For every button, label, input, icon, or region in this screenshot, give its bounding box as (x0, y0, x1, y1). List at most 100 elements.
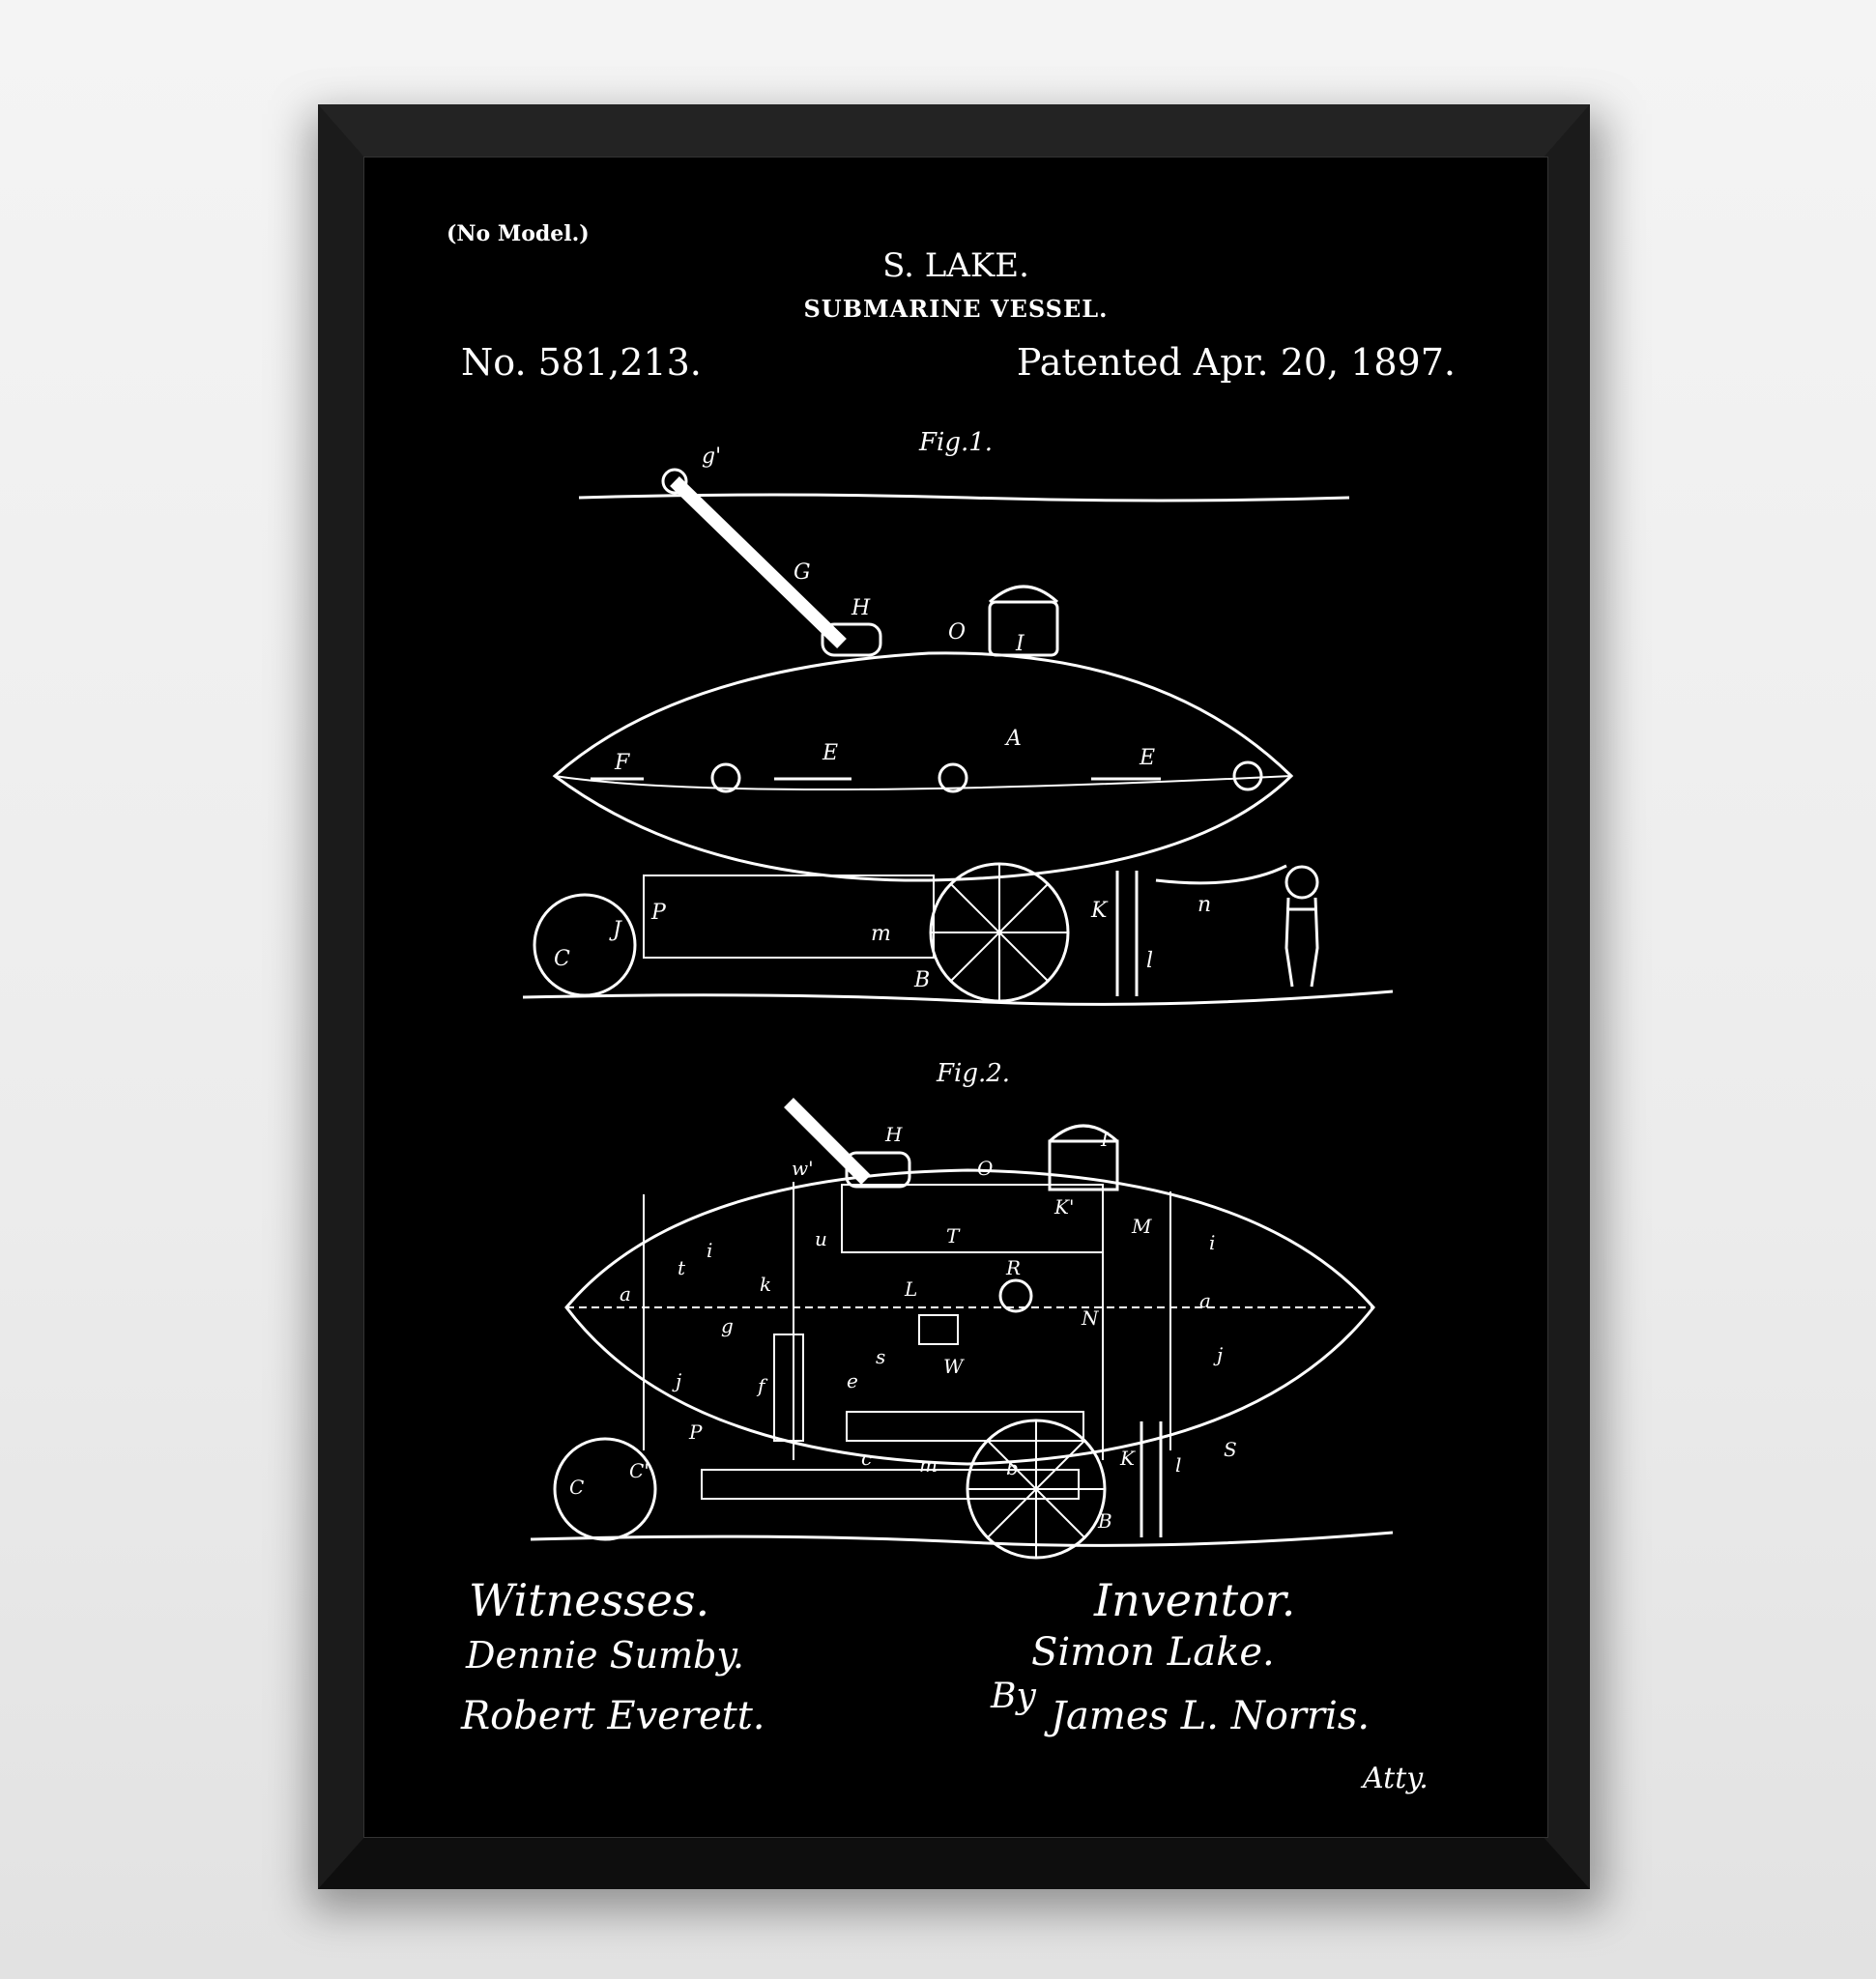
air-pipe (784, 1098, 871, 1185)
hull-section (564, 1168, 1375, 1466)
part-label: H (884, 1123, 903, 1146)
part-label: F (614, 751, 630, 775)
part-label: I (1100, 1128, 1110, 1151)
part-label: f (756, 1374, 768, 1397)
part-label: g (721, 1314, 734, 1337)
part-label: P (650, 901, 667, 925)
attorney-abbreviation: Atty. (1363, 1762, 1429, 1795)
conning-tower (1048, 1139, 1119, 1191)
part-label: m (919, 1453, 938, 1477)
part-label: t (678, 1256, 686, 1279)
part-label: i (707, 1239, 712, 1262)
ladder (1115, 871, 1139, 996)
part-label: u (815, 1227, 827, 1250)
part-label: J (609, 918, 622, 942)
pipe-housing (821, 622, 882, 657)
part-label: c (861, 1447, 872, 1470)
inventor-signature: Simon Lake. (1031, 1630, 1275, 1675)
figure-1: Fig.1. (522, 428, 1394, 1006)
part-label: G (794, 560, 811, 585)
water-surface-line (578, 493, 1350, 502)
hull (552, 651, 1294, 882)
part-label: B (913, 968, 930, 992)
part-label: C' (629, 1459, 649, 1482)
porthole (1232, 760, 1263, 791)
drive-wheel-spokes (967, 1420, 1105, 1558)
hull-seam (554, 775, 1292, 790)
pump (998, 1278, 1033, 1313)
figure-1-part-labels: g' G H O I A F E E C J P m B K n l (554, 445, 1211, 992)
seabed-line (522, 990, 1394, 1006)
ladder (1140, 1421, 1163, 1537)
part-label: P (688, 1420, 703, 1444)
figure-2-label: Fig.2. (936, 1059, 1010, 1088)
seabed-line (530, 1531, 1394, 1547)
part-label: K (1119, 1447, 1136, 1470)
witnesses-label: Witnesses. (469, 1574, 710, 1626)
part-label: E (1139, 746, 1155, 770)
by-label: By (991, 1677, 1036, 1716)
figure-2: Fig.2. H (530, 1059, 1394, 1560)
inventor-name: S. LAKE. (882, 246, 1029, 285)
part-label: S (1224, 1438, 1237, 1461)
frame-bevel-bottom (318, 1838, 1590, 1889)
part-label: b (1006, 1456, 1019, 1479)
part-label: H (851, 596, 871, 620)
tower-dome (988, 585, 1059, 604)
part-label: O (948, 620, 966, 645)
part-label: s (876, 1345, 885, 1368)
part-label: i (1209, 1231, 1215, 1254)
figure-2-part-labels: H O I w' K' M u T i i t k L R N a g a j … (569, 1123, 1237, 1533)
patent-title: SUBMARINE VESSEL. (803, 295, 1109, 323)
part-label: R (1005, 1256, 1021, 1279)
attorney-signature: James L. Norris. (1051, 1694, 1371, 1738)
part-label: A (1004, 727, 1022, 751)
part-label: j (1213, 1343, 1223, 1366)
part-label: l (1175, 1453, 1181, 1477)
diver-helmet (1284, 865, 1319, 900)
no-model-note: (No Model.) (447, 221, 590, 246)
porthole (938, 762, 968, 793)
pipe-housing (845, 1151, 911, 1189)
part-label: T (946, 1224, 961, 1248)
front-wheel (553, 1437, 657, 1541)
figure-1-label: Fig.1. (918, 428, 993, 457)
part-label: k (760, 1273, 771, 1296)
part-label: B (1097, 1509, 1112, 1533)
witness-2-signature: Robert Everett. (461, 1694, 765, 1738)
frame-bevel-top (318, 104, 1590, 157)
patent-date: Patented Apr. 20, 1897. (1016, 341, 1456, 384)
conning-tower (988, 600, 1059, 657)
patent-drawings: Fig.1. (522, 428, 1394, 1560)
part-label: L (904, 1277, 917, 1301)
inventor-label: Inventor. (1094, 1574, 1296, 1626)
part-label: M (1131, 1215, 1152, 1238)
part-label: K' (1053, 1195, 1074, 1219)
part-label: K (1090, 899, 1109, 923)
drive-wheel-spokes (931, 864, 1068, 1001)
dynamo (918, 1314, 959, 1345)
part-label: C (569, 1476, 584, 1499)
part-label: a (1199, 1289, 1211, 1312)
part-label: E (822, 741, 838, 765)
part-label: g' (702, 445, 721, 469)
part-label: n (1198, 893, 1211, 917)
keel-chamber (701, 1469, 1080, 1500)
part-label: j (672, 1369, 681, 1392)
air-pipe (670, 475, 847, 649)
tower-dome (1048, 1124, 1119, 1143)
part-label: w' (792, 1157, 814, 1180)
pipe-cap (661, 468, 688, 495)
front-wheel (533, 893, 637, 997)
battery-W (846, 1411, 1084, 1442)
part-label: I (1015, 632, 1025, 656)
patent-number: No. 581,213. (461, 341, 702, 384)
part-label: m (871, 922, 891, 946)
part-label: C (554, 947, 570, 971)
part-label: O (977, 1157, 993, 1180)
porthole (710, 762, 741, 793)
patent-poster: (No Model.) S. LAKE. SUBMARINE VESSEL. N… (363, 157, 1548, 1838)
part-label: a (620, 1282, 631, 1305)
part-label: l (1146, 949, 1153, 973)
part-label: e (847, 1369, 858, 1392)
